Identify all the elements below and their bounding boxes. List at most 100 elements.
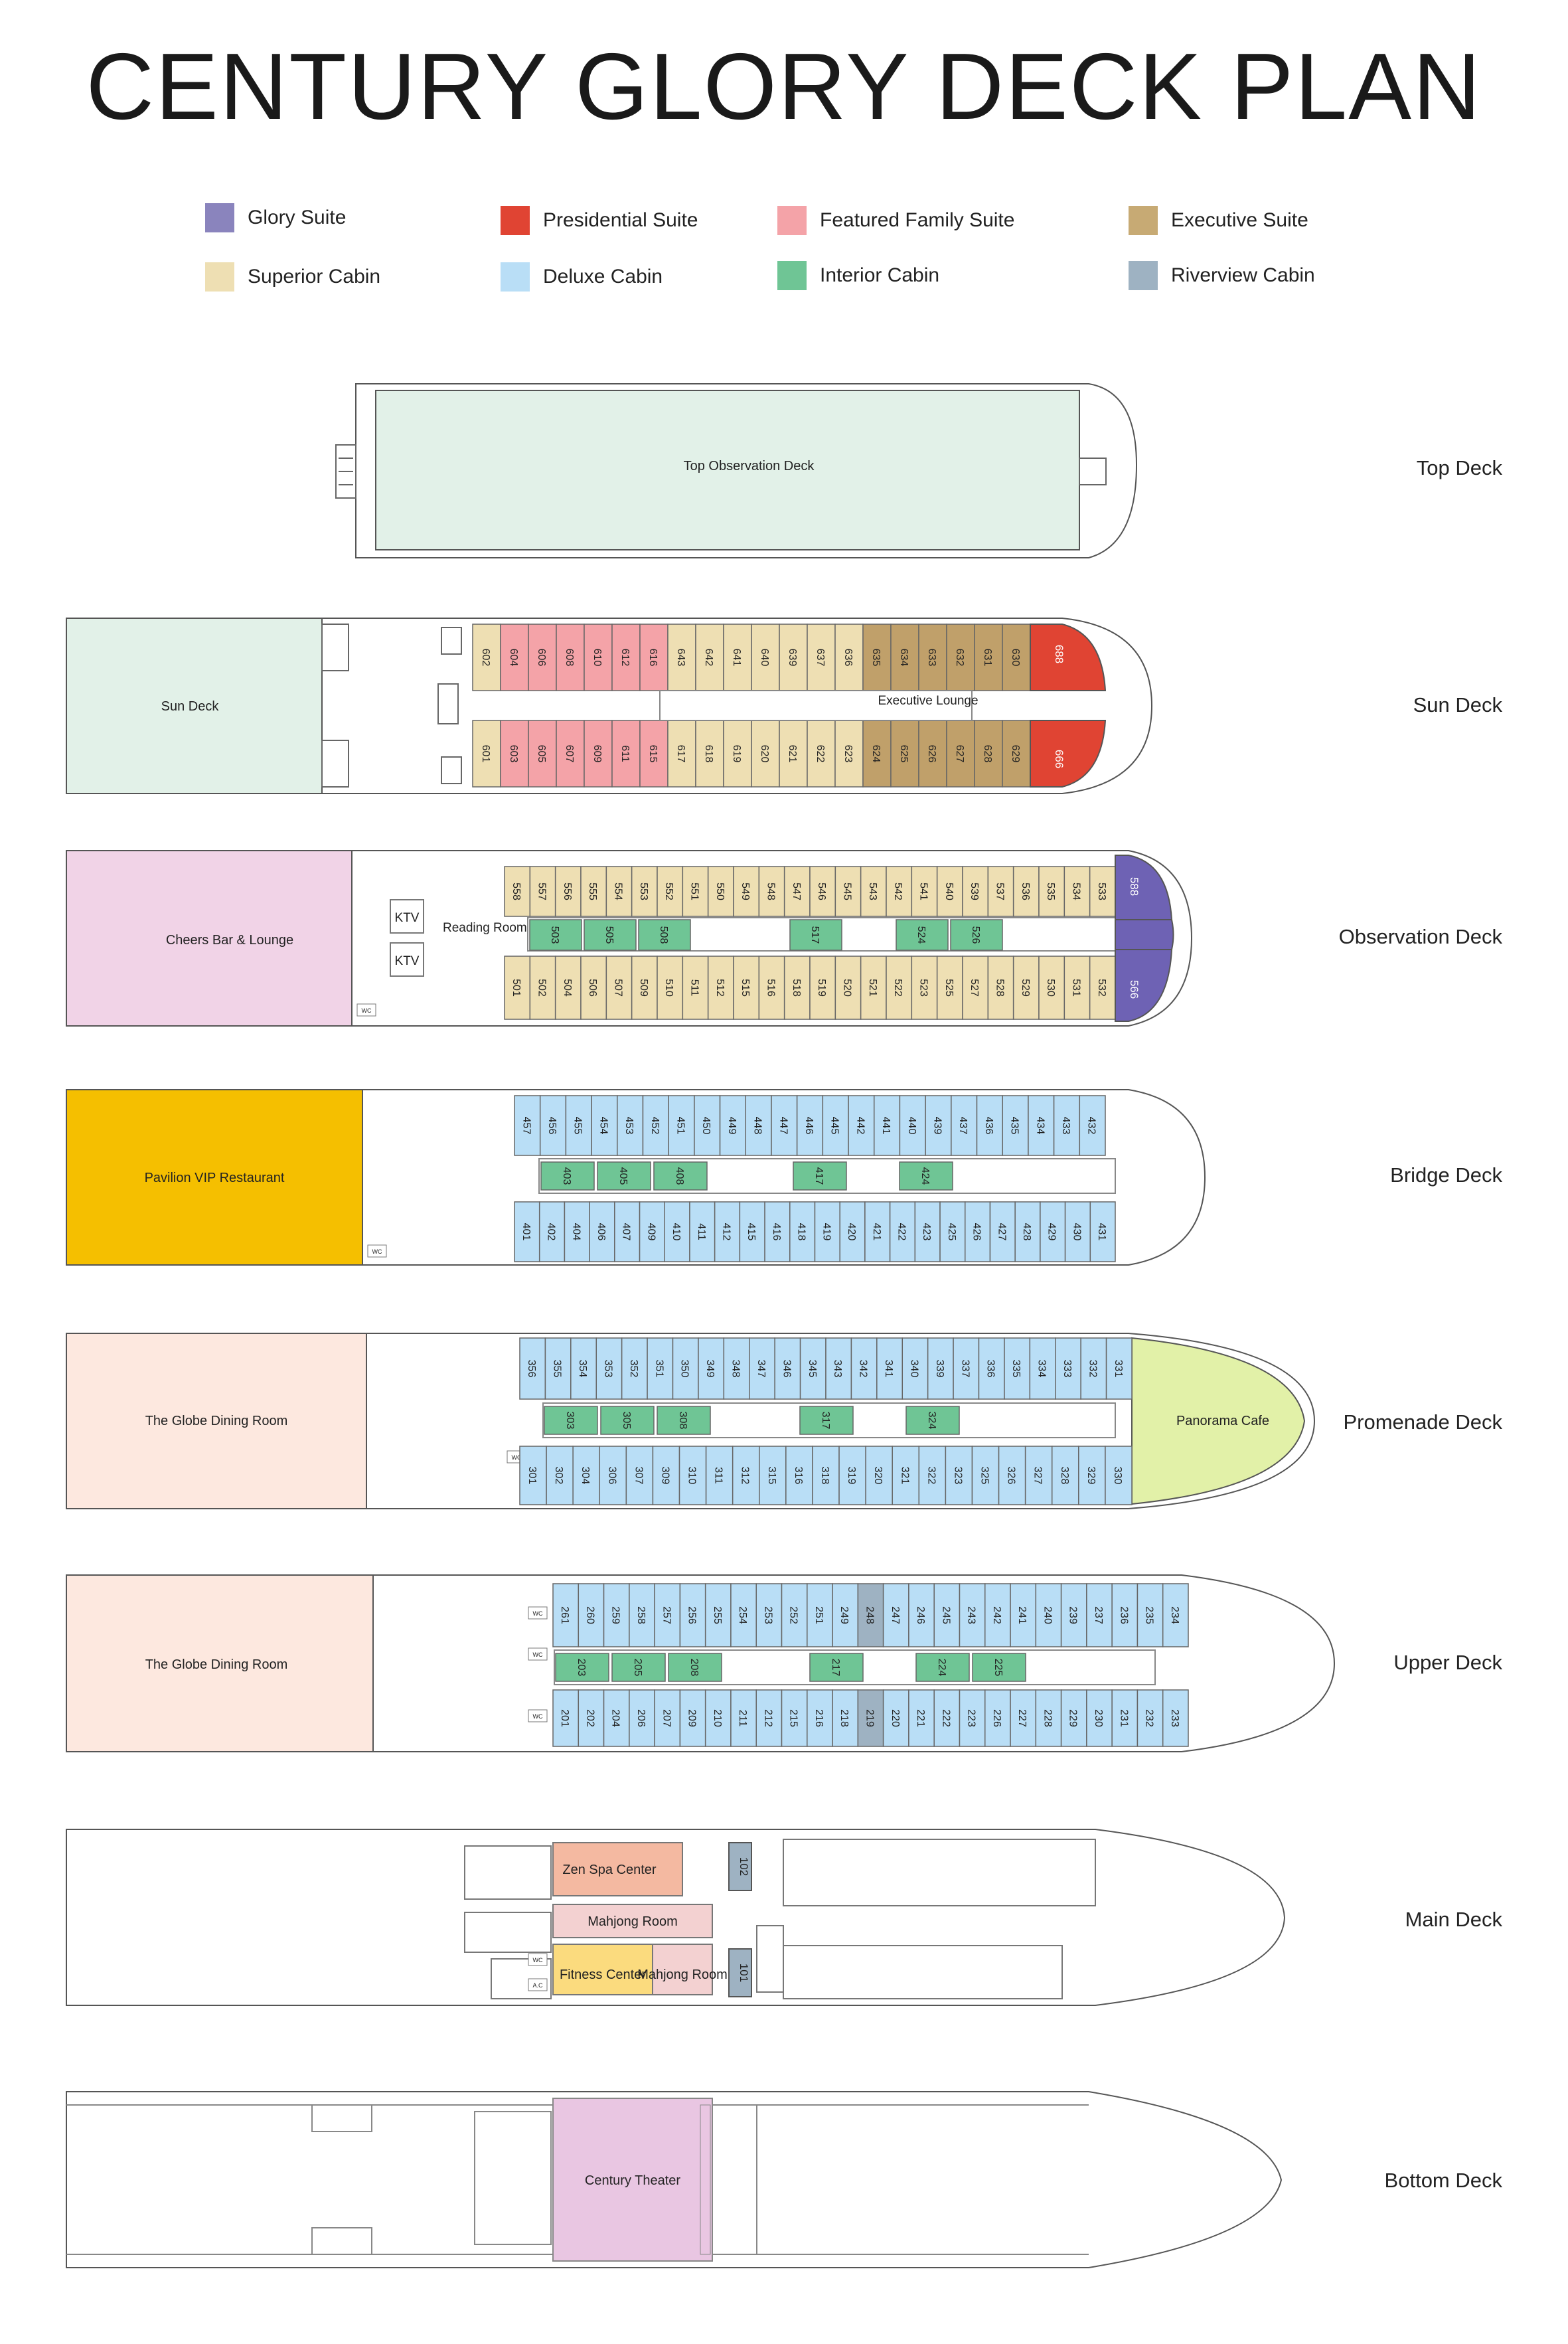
cabin-545 xyxy=(834,866,862,917)
cabin-326 xyxy=(998,1446,1026,1505)
cabin-231 xyxy=(1111,1689,1138,1747)
interior-cabin-208 xyxy=(668,1653,722,1682)
cabin-number: 217 xyxy=(830,1659,841,1677)
reading-room-label: Reading Room xyxy=(443,921,527,935)
cabin-number: 558 xyxy=(510,882,522,900)
cabin-number: 635 xyxy=(870,649,882,667)
legend-label: Deluxe Cabin xyxy=(543,266,663,288)
wc-label: WC xyxy=(533,1651,543,1658)
cabin-number: 352 xyxy=(628,1360,639,1378)
interior-cabin-305 xyxy=(600,1406,655,1435)
ktv-room-1 xyxy=(390,899,424,934)
cabin-540 xyxy=(936,866,963,917)
cabin-number: 356 xyxy=(526,1360,537,1378)
legend-item-featured-family-suite: Featured Family Suite xyxy=(777,205,1014,236)
cabin-number: 628 xyxy=(982,745,993,763)
cabin-420 xyxy=(839,1201,866,1262)
crew-cabins-block xyxy=(783,1839,1096,1906)
cabin-number: 223 xyxy=(966,1709,977,1727)
cabin-304 xyxy=(572,1446,601,1505)
cabin-number: 555 xyxy=(587,882,598,900)
cabin-number: 227 xyxy=(1016,1709,1028,1727)
cabin-339 xyxy=(927,1337,954,1400)
cabin-number: 556 xyxy=(562,882,573,900)
cabin-260 xyxy=(578,1583,605,1647)
cabin-543 xyxy=(860,866,887,917)
cabin-415 xyxy=(739,1201,765,1262)
main-deck-service-rooms xyxy=(464,1839,1096,1999)
cabin-number: 327 xyxy=(1032,1467,1044,1485)
cabin-447 xyxy=(771,1095,798,1156)
cabin-510 xyxy=(657,956,684,1020)
cabin-number: 406 xyxy=(595,1223,607,1241)
cabin-449 xyxy=(719,1095,747,1156)
legend-label: Glory Suite xyxy=(248,207,347,228)
wc-label: WC xyxy=(533,1713,543,1720)
cabin-number: 526 xyxy=(970,926,981,944)
cabin-556 xyxy=(554,866,582,917)
cabin-number: 535 xyxy=(1045,882,1056,900)
legend-label: Presidential Suite xyxy=(543,209,698,231)
cabin-number: 457 xyxy=(520,1117,532,1135)
cabin-number: 305 xyxy=(621,1412,632,1430)
interior-cabin-205 xyxy=(611,1653,666,1682)
cabin-634 xyxy=(890,624,919,691)
cabin-number: 519 xyxy=(816,979,827,997)
cabin-number: 233 xyxy=(1169,1709,1180,1727)
cabin-number: 253 xyxy=(762,1606,773,1624)
cabin-number-102: 102 xyxy=(738,1857,750,1876)
cabin-409 xyxy=(639,1201,666,1262)
cabin-number: 554 xyxy=(613,882,624,900)
deck-label-observation: Observation Deck xyxy=(1338,925,1502,948)
cabin-number: 427 xyxy=(996,1223,1007,1241)
cabin-number: 632 xyxy=(954,649,965,667)
cabin-number: 202 xyxy=(584,1709,595,1727)
cabin-number: 254 xyxy=(737,1606,748,1624)
cabin-218 xyxy=(832,1689,859,1747)
interior-cabin-424 xyxy=(899,1161,953,1191)
cabin-416 xyxy=(764,1201,791,1262)
cabin-322 xyxy=(918,1446,947,1505)
cabin-535 xyxy=(1038,866,1065,917)
cabin-number-666: 666 xyxy=(1053,750,1065,768)
cabin-354 xyxy=(570,1337,597,1400)
cabin-346 xyxy=(774,1337,801,1400)
cabin-number: 454 xyxy=(597,1117,609,1135)
cabin-number: 512 xyxy=(714,979,726,997)
stair-box xyxy=(321,624,349,671)
cabin-number: 329 xyxy=(1085,1467,1097,1485)
cabin-number: 553 xyxy=(638,882,649,900)
cabin-422 xyxy=(889,1201,916,1262)
cabin-number: 640 xyxy=(759,649,770,667)
cabin-number: 601 xyxy=(480,745,491,763)
cabin-617 xyxy=(667,720,696,788)
cabin-number: 351 xyxy=(653,1360,665,1378)
cabin-number: 226 xyxy=(991,1709,1002,1727)
cabin-number: 247 xyxy=(890,1606,901,1624)
cabin-642 xyxy=(695,624,724,691)
cabin-635 xyxy=(862,624,892,691)
cabin-number-566: 566 xyxy=(1128,980,1140,999)
cabin-418 xyxy=(789,1201,816,1262)
cabin-number: 426 xyxy=(971,1223,982,1241)
ac-label: A.C xyxy=(532,1982,543,1989)
cabin-number: 541 xyxy=(918,882,929,900)
cabin-number: 524 xyxy=(915,926,927,944)
cabin-number: 256 xyxy=(686,1606,698,1624)
cabin-number: 333 xyxy=(1061,1360,1073,1378)
cabin-number: 530 xyxy=(1045,979,1056,997)
wc-label: WC xyxy=(533,1610,543,1617)
cabin-number: 317 xyxy=(820,1412,831,1430)
interior-cabin-217 xyxy=(809,1653,864,1682)
theater-stage xyxy=(700,2104,711,2255)
cabin-number: 603 xyxy=(508,745,519,763)
cabin-number: 425 xyxy=(946,1223,957,1241)
cabin-number: 445 xyxy=(829,1117,840,1135)
cabin-616 xyxy=(639,624,668,691)
cabin-407 xyxy=(614,1201,641,1262)
legend-swatch xyxy=(777,261,807,290)
